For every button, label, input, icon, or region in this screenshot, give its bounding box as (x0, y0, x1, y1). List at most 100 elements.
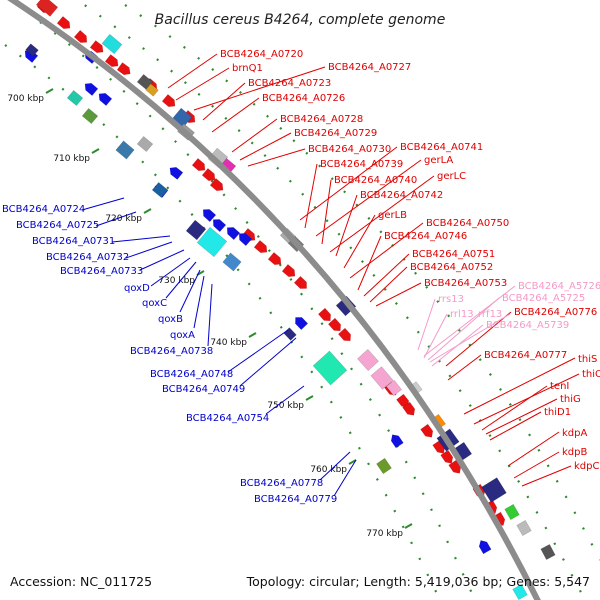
gene-feature-box (145, 83, 159, 97)
gene-label[interactable]: thiD1 (544, 407, 571, 418)
tick-mark (348, 459, 357, 465)
label-leader-line (231, 118, 278, 153)
tick-label: 710 kbp (53, 154, 90, 164)
gene-label[interactable]: BCB4264_A0754 (186, 413, 269, 424)
gene-label[interactable]: BCB4264_A0723 (248, 78, 331, 89)
gene-label[interactable]: BCB4264_A5739 (486, 320, 569, 331)
gene-label[interactable]: thiS (578, 354, 597, 365)
gene-feature-box (370, 366, 394, 390)
gene-feature-box (504, 503, 520, 521)
gene-label[interactable]: BCB4264_A0777 (484, 350, 567, 361)
gene-label[interactable]: tenI (550, 381, 569, 392)
forward-gene-arrow (281, 264, 296, 277)
label-leader-line (429, 313, 511, 363)
forward-gene-arrow (209, 178, 224, 191)
label-leader-line (125, 241, 173, 259)
label-leader-line (315, 159, 422, 237)
forward-gene-arrow (420, 423, 434, 438)
gene-label[interactable]: BCB4264_A0753 (424, 278, 507, 289)
gene-label[interactable]: rrs13 (438, 294, 464, 305)
gene-label[interactable]: gerLB (378, 210, 407, 221)
label-leader-line (81, 197, 125, 211)
forward-gene-arrow (73, 29, 88, 43)
gene-label[interactable]: qoxA (170, 330, 195, 341)
track-dots (39, 21, 477, 600)
gene-label[interactable]: BCB4264_A0776 (514, 307, 597, 318)
gene-label[interactable]: kdpA (562, 428, 587, 439)
label-leader-line (167, 53, 218, 89)
gene-label[interactable]: BCB4264_A0741 (400, 142, 483, 153)
forward-gene-arrow (440, 449, 454, 464)
label-leader-line (202, 82, 246, 121)
gene-label[interactable]: qoxD (124, 283, 150, 294)
tick-label: 770 kbp (366, 529, 403, 539)
gene-label[interactable]: qoxB (158, 314, 183, 325)
label-leader-line (95, 211, 137, 227)
gene-label[interactable]: BCB4264_A0779 (254, 494, 337, 505)
gene-label[interactable]: BCB4264_A0724 (2, 204, 85, 215)
gene-label[interactable]: qoxC (142, 298, 167, 309)
label-leader-line (321, 179, 332, 245)
gene-label[interactable]: BCB4264_A0733 (60, 266, 143, 277)
label-leader-line (489, 411, 542, 441)
gene-label[interactable]: BCB4264_A0728 (280, 114, 363, 125)
backbone-arc (7, 0, 541, 600)
gene-label[interactable]: BCB4264_A0726 (262, 93, 345, 104)
tick-mark (305, 395, 314, 401)
gene-label[interactable]: rrf13 (478, 309, 502, 320)
gene-label[interactable]: gerLC (437, 171, 466, 182)
label-leader-line (507, 431, 560, 467)
label-leader-line (304, 163, 318, 229)
gene-label[interactable]: BCB4264_A0729 (294, 128, 377, 139)
gene-feature-box (386, 379, 402, 397)
gene-label[interactable]: BCB4264_A0730 (308, 144, 391, 155)
gene-label[interactable]: BCB4264_A0740 (334, 175, 417, 186)
gene-label[interactable]: BCB4264_A0727 (328, 62, 411, 73)
gene-label[interactable]: brnQ1 (232, 63, 263, 74)
tick-mark (91, 148, 100, 154)
label-leader-line (375, 282, 422, 307)
gene-label[interactable]: kdpB (562, 447, 587, 458)
label-leader-line (165, 261, 197, 299)
label-leader-line (139, 249, 185, 271)
reverse-gene-arrow (478, 540, 492, 555)
label-leader-line (299, 146, 398, 221)
gene-feature-box (25, 43, 39, 57)
gene-features (24, 0, 556, 600)
gene-label[interactable]: gerLA (424, 155, 453, 166)
gene-label[interactable]: BCB4264_A0746 (384, 231, 467, 242)
gene-label[interactable]: BCB4264_A0752 (410, 262, 493, 273)
gene-label[interactable]: BCB4264_A0749 (162, 384, 245, 395)
gene-label[interactable]: BCB4264_A0748 (150, 369, 233, 380)
label-leader-line (211, 97, 260, 133)
gene-label[interactable]: BCB4264_A0739 (320, 159, 403, 170)
gene-label[interactable]: kdpC (574, 461, 599, 472)
gene-label[interactable]: BCB4264_A0732 (46, 252, 129, 263)
label-leader-line (239, 337, 297, 387)
gene-label[interactable]: thiG (560, 394, 581, 405)
gene-label[interactable]: rrl13 (450, 309, 474, 320)
gene-feature-box (540, 544, 556, 560)
label-leader-line (111, 235, 171, 243)
gene-label[interactable]: thiO (582, 369, 600, 380)
gene-label[interactable]: BCB4264_A0731 (32, 236, 115, 247)
label-leader-line (227, 329, 289, 373)
gene-label[interactable]: BCB4264_A0738 (130, 346, 213, 357)
forward-gene-arrow (253, 240, 268, 253)
gene-label[interactable]: BCB4264_A0750 (426, 218, 509, 229)
reverse-gene-arrow (390, 434, 404, 449)
gene-label[interactable]: BCB4264_A5726 (518, 281, 600, 292)
label-leader-line (343, 214, 376, 269)
gene-label[interactable]: BCB4264_A0742 (360, 190, 443, 201)
label-leader-line (445, 311, 512, 367)
gene-label[interactable]: BCB4264_A0751 (412, 249, 495, 260)
label-leader-line (447, 354, 482, 381)
gene-feature-box (115, 140, 135, 160)
gene-label[interactable]: BCB4264_A0778 (240, 478, 323, 489)
gene-label[interactable]: BCB4264_A0725 (16, 220, 99, 231)
gene-label[interactable]: BCB4264_A0720 (220, 49, 303, 60)
label-leader-line (329, 175, 435, 253)
label-leader-line (423, 285, 516, 357)
reverse-gene-arrow (169, 166, 184, 180)
gene-label[interactable]: BCB4264_A5725 (502, 293, 585, 304)
